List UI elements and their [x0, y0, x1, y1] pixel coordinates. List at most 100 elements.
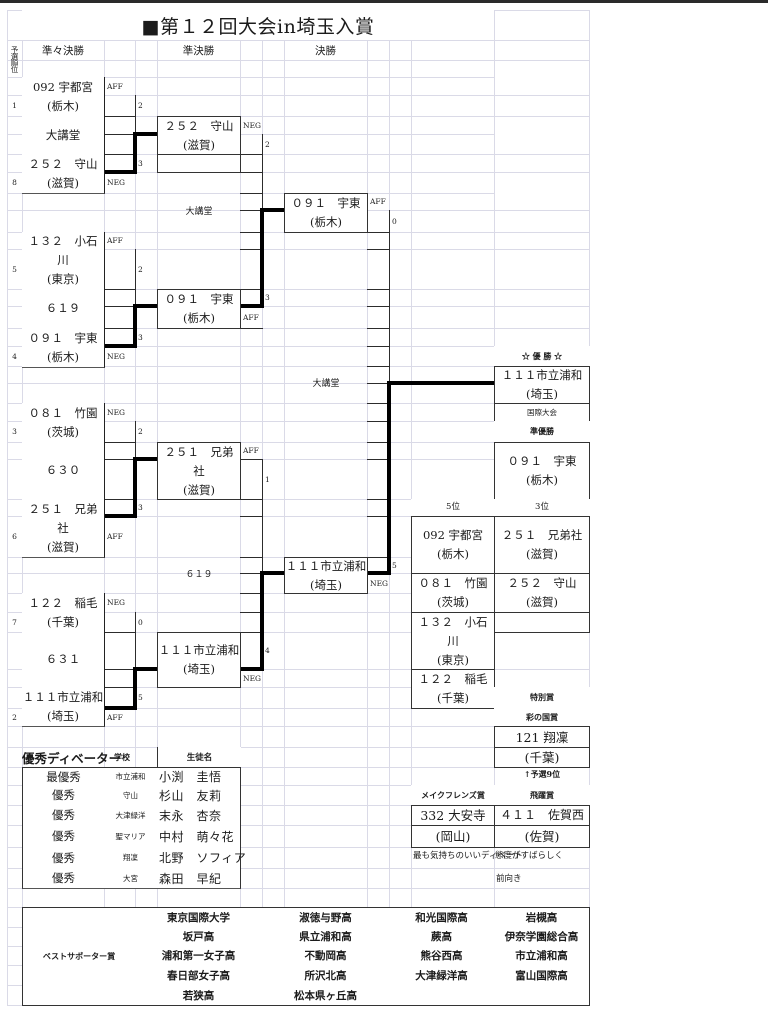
team-name: ２５２ 守山	[28, 156, 98, 171]
bracket-connector-line	[240, 516, 263, 517]
grid-line	[7, 825, 590, 826]
champion-note: 国際大会	[494, 403, 590, 422]
team-name: ０８１ 竹園	[28, 405, 98, 420]
qf3-team2: ２５１ 兄弟 社 (滋賀)	[22, 499, 105, 558]
grid-line	[7, 346, 590, 347]
winner-path-line	[133, 304, 159, 308]
bracket-connector-line	[104, 499, 136, 500]
team-prefecture: (滋賀)	[47, 539, 79, 554]
debater-name: 小渕 圭悟	[157, 767, 241, 786]
seed-rank: 6	[12, 532, 17, 541]
team-name: ０９１ 宇東	[28, 330, 98, 345]
grid-line	[367, 40, 368, 1005]
winner-path-line	[133, 132, 159, 136]
debater-school: 大宮	[104, 868, 158, 889]
side-label: AFF	[107, 532, 123, 541]
bracket-connector-line	[104, 669, 136, 670]
bracket-connector-line	[367, 499, 390, 500]
bracket-connector-line	[367, 328, 390, 329]
qf2-team2: ０９１ 宇東 (栃木)	[22, 328, 105, 368]
saitama-award-label: 彩の国賞	[494, 708, 590, 726]
bracket-connector-line	[240, 328, 263, 329]
bracket-connector-line	[367, 516, 390, 517]
grid-line	[157, 40, 158, 1005]
seed-rank: 5	[12, 264, 17, 274]
final-team1: ０９１ 宇東 (栃木)	[284, 193, 368, 233]
champion-label: ☆ 優 勝 ☆	[494, 346, 590, 366]
supporter-school: 松本県ヶ丘高	[262, 985, 390, 1006]
side-label: NEG	[243, 673, 262, 683]
supporter-school: 淑徳与野高	[262, 907, 390, 928]
team-name: １２２ 稲毛	[28, 595, 98, 610]
team-name: ２５２ 守山	[164, 118, 234, 133]
qf4-team2: １１１市立浦和 (埼玉)	[22, 687, 105, 727]
team-name: １１１市立浦和	[22, 689, 104, 704]
score: 5	[392, 560, 397, 570]
side-label: NEG	[107, 598, 126, 607]
blank-cell	[157, 154, 241, 173]
side-label: NEG	[370, 578, 389, 588]
team-prefecture: (千葉)	[47, 614, 79, 629]
team-name: １１１市立浦和	[501, 368, 583, 382]
winner-path-line	[260, 571, 264, 671]
bracket-connector-line	[104, 442, 136, 443]
team-name: ２５１ 兄弟社	[501, 528, 583, 542]
team-prefecture: (栃木)	[526, 473, 558, 487]
supporter-school: 市立浦和高	[494, 946, 590, 966]
final-header: 決勝	[315, 44, 336, 57]
grid-line	[7, 421, 590, 422]
team-prefecture: (栃木)	[310, 215, 342, 229]
team-prefecture: (栃木)	[47, 98, 79, 113]
debaters-school-header: 学校	[114, 751, 130, 762]
runner-up-label: 準優勝	[494, 421, 590, 442]
grid-line	[7, 95, 590, 96]
page-title: ■第１２回大会in埼玉入賞	[22, 10, 494, 40]
grid-line	[7, 612, 590, 613]
debaters-title: 優秀ディベーター	[22, 750, 122, 766]
bracket-connector-line	[240, 632, 263, 633]
debater-school: 翔凜	[104, 847, 158, 869]
grid-line	[7, 632, 590, 633]
qf1-venue: 大講堂	[22, 116, 105, 155]
bracket-connector-line	[262, 459, 263, 670]
qf4-team1: １２２ 稲毛 (千葉)	[22, 593, 105, 633]
grid-line	[7, 40, 590, 41]
bracket-connector-line	[240, 249, 263, 250]
bracket-connector-line	[240, 232, 263, 233]
team-prefecture: (埼玉)	[183, 662, 215, 676]
bracket-connector-line	[367, 442, 390, 443]
supporter-school: 浦和第一女子高	[135, 946, 263, 966]
bracket-connector-line	[367, 289, 390, 290]
grid-line	[7, 403, 590, 404]
bracket-connector-line	[104, 306, 136, 307]
bracket-connector-line	[104, 687, 136, 688]
grid-line	[7, 687, 590, 688]
bracket-connector-line	[104, 116, 136, 117]
bracket-connector-line	[240, 289, 263, 290]
qf4-venue: ６３１	[22, 632, 105, 688]
qf3-team1: ０８１ 竹園 (茨城)	[22, 403, 105, 443]
third-place-team: ２５２ 守山 (滋賀)	[494, 573, 590, 613]
seed-rank: 3	[12, 427, 17, 436]
team-prefecture: (滋賀)	[183, 137, 215, 152]
qf3-venue: ６３０	[22, 442, 105, 500]
side-label: AFF	[243, 312, 259, 322]
fifth-place-team: ０８１ 竹園 (茨城)	[411, 573, 495, 613]
supporter-school	[389, 985, 495, 1006]
winner-path-line	[133, 304, 137, 348]
leap-award-note: 態度がすばらしく	[495, 851, 564, 861]
side-label: AFF	[107, 81, 123, 91]
team-name: １１１市立浦和	[285, 558, 367, 573]
debaters-name-header: 生徒名	[157, 747, 241, 767]
team-prefecture: (滋賀)	[526, 547, 558, 561]
fifth-place-team: １３２ 小石 川 (東京)	[411, 612, 495, 670]
team-name: １３２ 小石	[418, 614, 488, 629]
supporter-school: 県立浦和高	[262, 927, 390, 947]
grid-line	[284, 40, 285, 1005]
supporter-school: 所沢北高	[262, 965, 390, 986]
debater-award: 優秀	[22, 805, 105, 826]
team-prefecture: (埼玉)	[526, 387, 558, 401]
debater-school: 守山	[104, 785, 158, 806]
bracket-connector-line	[240, 154, 263, 155]
make-friends-award-note: 最も気持ちのいいディベート	[413, 851, 523, 861]
